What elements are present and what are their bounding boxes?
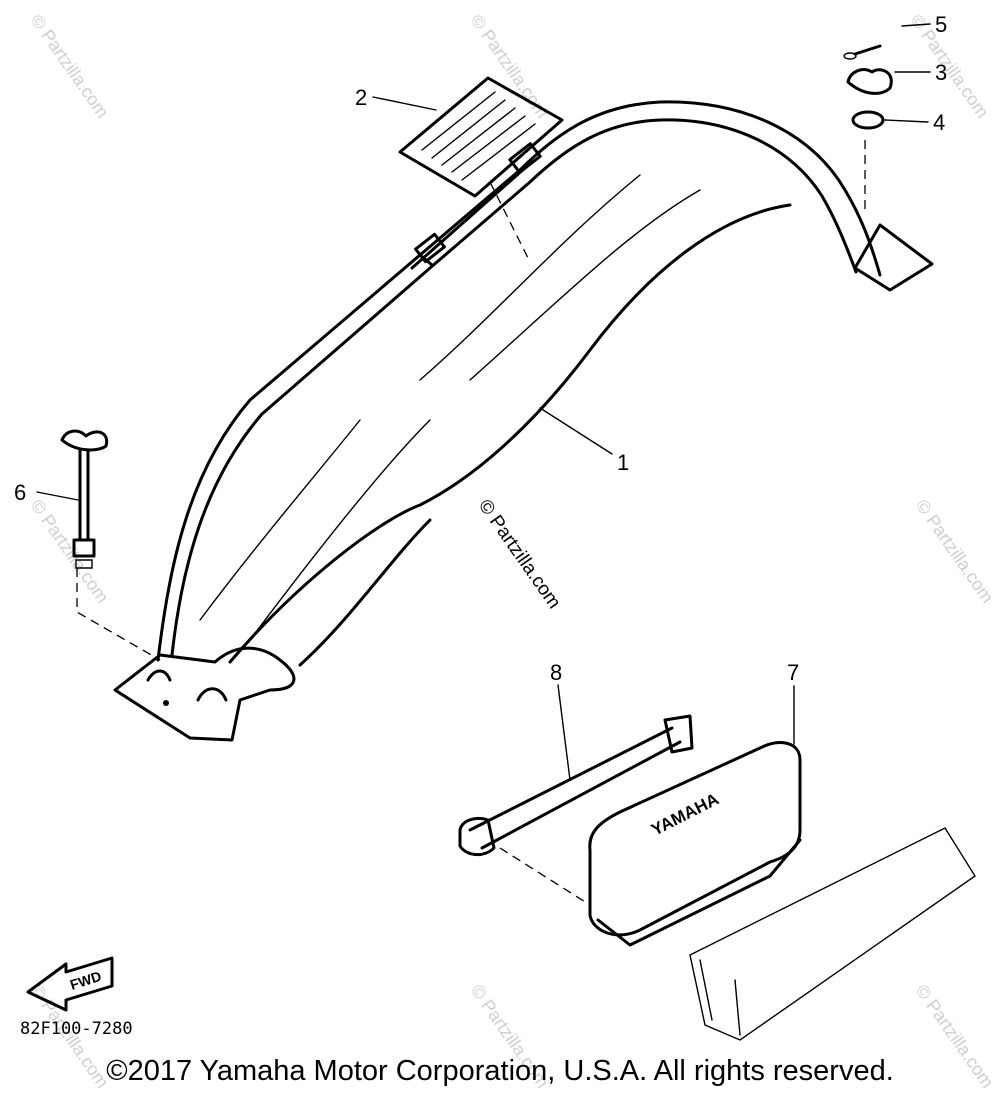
copyright-text: ©2017 Yamaha Motor Corporation, U.S.A. A… [106,1055,894,1087]
tool-box-part-7 [588,741,976,1041]
fender-part-1 [113,100,934,742]
faint-watermark: © Partzilla.com [907,11,993,122]
callout-5: 5 [935,12,947,37]
callout-8: 8 [550,660,562,685]
faint-watermark: © Partzilla.com [27,496,113,607]
hardware-parts-3-5 [843,44,893,130]
center-watermark: © Partzilla.com [474,496,565,613]
wing-bolt-part-6 [60,429,109,569]
faint-watermark: © Partzilla.com [27,11,113,122]
callout-3: 3 [935,60,947,85]
callouts: 1 2 3 4 5 6 7 8 [14,12,947,685]
callout-4: 4 [933,110,945,135]
fwd-arrow-icon [26,956,114,1012]
leader-lines [36,23,931,906]
callout-1: 1 [617,450,629,475]
tool-box-lettering: YAMAHA [648,789,722,839]
callout-7: 7 [787,660,799,685]
faint-watermark: © Partzilla.com [912,496,998,607]
strap-part-8 [458,714,694,856]
callout-2: 2 [355,85,367,110]
decal-part-2 [398,76,564,198]
diagram-code: 82F100-7280 [20,1019,133,1039]
callout-6: 6 [14,480,26,505]
